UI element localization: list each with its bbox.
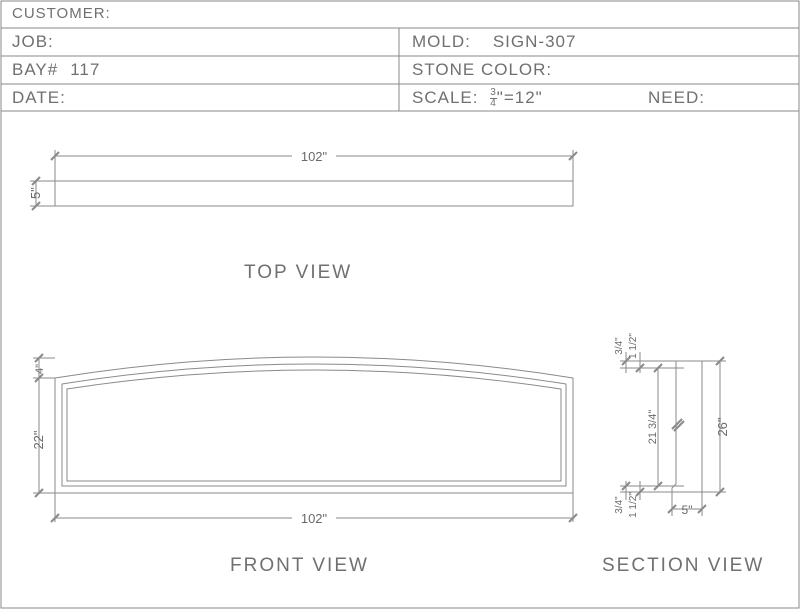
scale-value: "=12" [496, 88, 543, 107]
bay-value: 117 [70, 60, 101, 79]
section-top-b-dim: 1 1/2" [628, 333, 639, 359]
section-bot-b-dim: 1 1/2" [628, 492, 639, 518]
top-depth-dim: 5" [28, 187, 43, 199]
scale-fraction: 3 4 [490, 88, 497, 109]
section-view-outline [671, 360, 703, 493]
section-top-a-dim: 3/4" [614, 337, 625, 355]
stone-color-label: STONE COLOR: [412, 60, 553, 79]
front-height-dim: 22" [31, 430, 46, 449]
need-label: NEED: [648, 88, 705, 107]
scale-numerator: 3 [490, 87, 497, 100]
job-label: JOB: [12, 32, 54, 51]
date-label: DATE: [12, 88, 66, 107]
bay-field: BAY# 117 [12, 60, 100, 80]
top-length-dim: 102" [301, 149, 328, 164]
customer-label: CUSTOMER: [12, 5, 111, 22]
mold-value: SIGN-307 [492, 32, 577, 51]
top-view [30, 150, 578, 211]
front-arch-rise-dim: 4" [34, 364, 46, 374]
front-length-dim: 102" [301, 511, 328, 526]
section-mid-dim: 21 3/4" [647, 410, 659, 445]
section-view-title: SECTION VIEW [602, 555, 765, 576]
section-bot-a-dim: 3/4" [614, 496, 625, 514]
section-depth-dim: 5" [682, 503, 693, 517]
front-view-title: FRONT VIEW [230, 555, 369, 576]
top-view-title: TOP VIEW [244, 262, 353, 283]
front-view-outline [54, 356, 574, 494]
section-height-dim: 26" [715, 417, 730, 436]
section-view [620, 352, 726, 516]
top-view-outline [54, 180, 574, 207]
scale-field: SCALE: 3 4 "=12" [412, 88, 543, 109]
front-view [33, 353, 578, 523]
scale-denominator: 4 [490, 98, 497, 110]
scale-label: SCALE: [412, 88, 479, 107]
mold-label: MOLD: [412, 32, 471, 51]
mold-field: MOLD: SIGN-307 [412, 32, 576, 52]
bay-label: BAY# [12, 60, 59, 79]
